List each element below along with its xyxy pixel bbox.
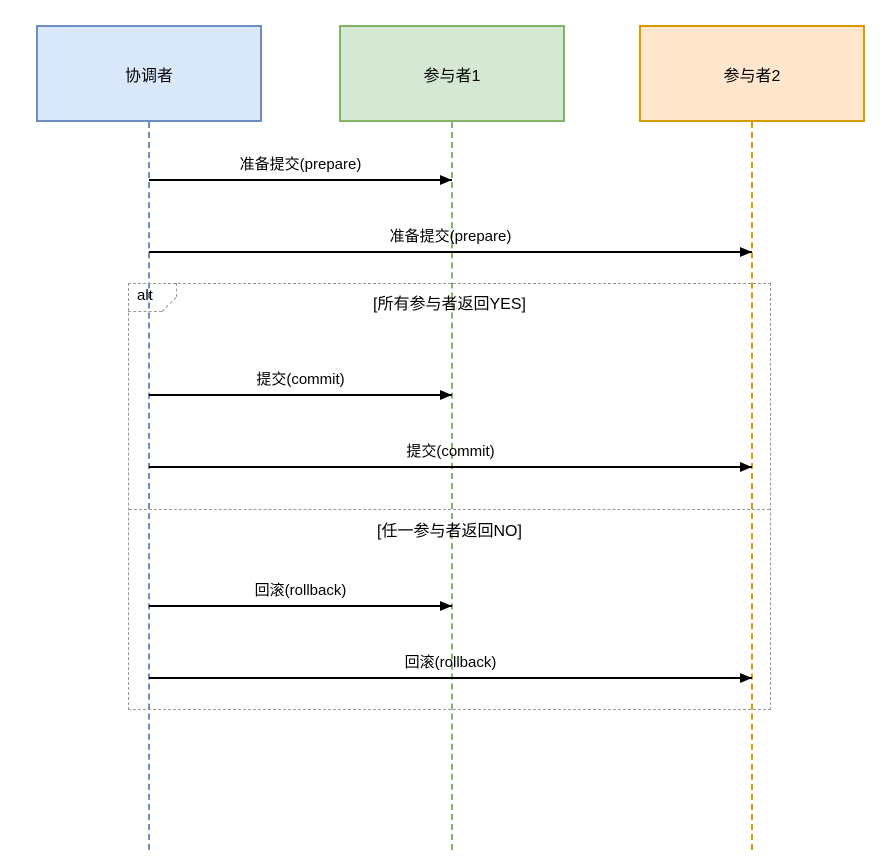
message-rollback-p1: 回滚(rollback) bbox=[149, 580, 452, 611]
alt-operator-pentagon: alt bbox=[128, 283, 177, 312]
message-rollback-p2-label: 回滚(rollback) bbox=[404, 654, 497, 671]
message-arrow bbox=[149, 247, 752, 257]
actor-participant1-label: 参与者1 bbox=[423, 67, 481, 85]
actor-participant1: 参与者1 bbox=[339, 25, 565, 122]
message-arrow bbox=[149, 601, 452, 611]
message-arrow bbox=[149, 175, 452, 185]
alt-operator-label: alt bbox=[137, 287, 153, 304]
message-arrow bbox=[149, 673, 752, 683]
message-commit-p1: 提交(commit) bbox=[149, 369, 452, 400]
message-prepare-p1: 准备提交(prepare) bbox=[149, 154, 452, 185]
message-commit-p1-label: 提交(commit) bbox=[256, 371, 345, 388]
lifeline-participant2 bbox=[751, 122, 753, 850]
message-rollback-p2: 回滚(rollback) bbox=[149, 652, 752, 683]
actor-coordinator-label: 协调者 bbox=[124, 67, 173, 85]
message-commit-p2: 提交(commit) bbox=[149, 441, 752, 472]
alt-frame: alt [所有参与者返回YES] [任一参与者返回NO] bbox=[128, 283, 771, 710]
lifeline-participant1 bbox=[451, 122, 453, 850]
lifeline-coordinator bbox=[148, 122, 150, 850]
message-arrow bbox=[149, 390, 452, 400]
message-rollback-p1-label: 回滚(rollback) bbox=[254, 582, 347, 599]
message-prepare-p2: 准备提交(prepare) bbox=[149, 226, 752, 257]
actor-coordinator: 协调者 bbox=[36, 25, 262, 122]
message-prepare-p1-label: 准备提交(prepare) bbox=[239, 156, 362, 173]
guard-condition-yes: [所有参与者返回YES] bbox=[373, 296, 526, 313]
alt-pentagon-bottom-edge bbox=[128, 311, 162, 312]
actor-participant2: 参与者2 bbox=[639, 25, 865, 122]
message-prepare-p2-label: 准备提交(prepare) bbox=[389, 228, 512, 245]
alt-divider bbox=[129, 509, 770, 510]
guard-condition-no: [任一参与者返回NO] bbox=[377, 523, 522, 540]
actor-participant2-label: 参与者2 bbox=[723, 67, 781, 85]
alt-pentagon-right-edge bbox=[176, 283, 177, 297]
message-commit-p2-label: 提交(commit) bbox=[406, 443, 495, 460]
message-arrow bbox=[149, 462, 752, 472]
